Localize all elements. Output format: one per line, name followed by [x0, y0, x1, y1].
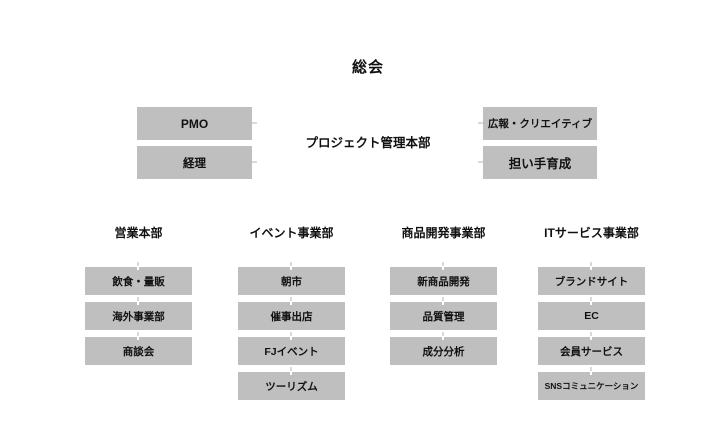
org-box: 会員サービス	[538, 332, 645, 365]
box-pmo: PMO	[137, 107, 252, 140]
chart-title: 総会	[351, 59, 384, 76]
connector-line	[252, 122, 257, 124]
org-box: 催事出店	[238, 297, 345, 330]
department-column-product-dev: 商品開発事業部 新商品開発 品質管理 成分分析	[390, 226, 497, 365]
org-box: 商談会	[85, 332, 192, 365]
connector-line	[478, 122, 483, 124]
department-column-sales: 営業本部 飲食・量販 海外事業部 商談会	[85, 226, 192, 365]
box-successor-training: 担い手育成	[483, 146, 597, 179]
org-box: 新商品開発	[390, 262, 497, 295]
org-box: EC	[538, 297, 645, 330]
department-name: ITサービス事業部	[544, 226, 639, 240]
org-box: SNSコミュニケーション	[538, 367, 645, 400]
department-column-events: イベント事業部 朝市 催事出店 FJイベント ツーリズム	[238, 226, 345, 400]
org-box: FJイベント	[238, 332, 345, 365]
box-pr-creative: 広報・クリエイティブ	[483, 107, 597, 140]
department-name: イベント事業部	[249, 226, 334, 240]
department-column-it-services: ITサービス事業部 ブランドサイト EC 会員サービス SNSコミュニケーション	[538, 226, 645, 400]
box-accounting: 経理	[137, 146, 252, 179]
management-division-label: プロジェクト管理本部	[305, 136, 431, 150]
connector-line	[252, 161, 257, 163]
org-box: ブランドサイト	[538, 262, 645, 295]
org-box: ツーリズム	[238, 367, 345, 400]
connector-line	[478, 161, 483, 163]
org-box: 成分分析	[390, 332, 497, 365]
org-box: 飲食・量販	[85, 262, 192, 295]
org-box: 品質管理	[390, 297, 497, 330]
department-name: 商品開発事業部	[401, 226, 486, 240]
org-box: 朝市	[238, 262, 345, 295]
org-box: 海外事業部	[85, 297, 192, 330]
department-name: 営業本部	[114, 226, 163, 240]
